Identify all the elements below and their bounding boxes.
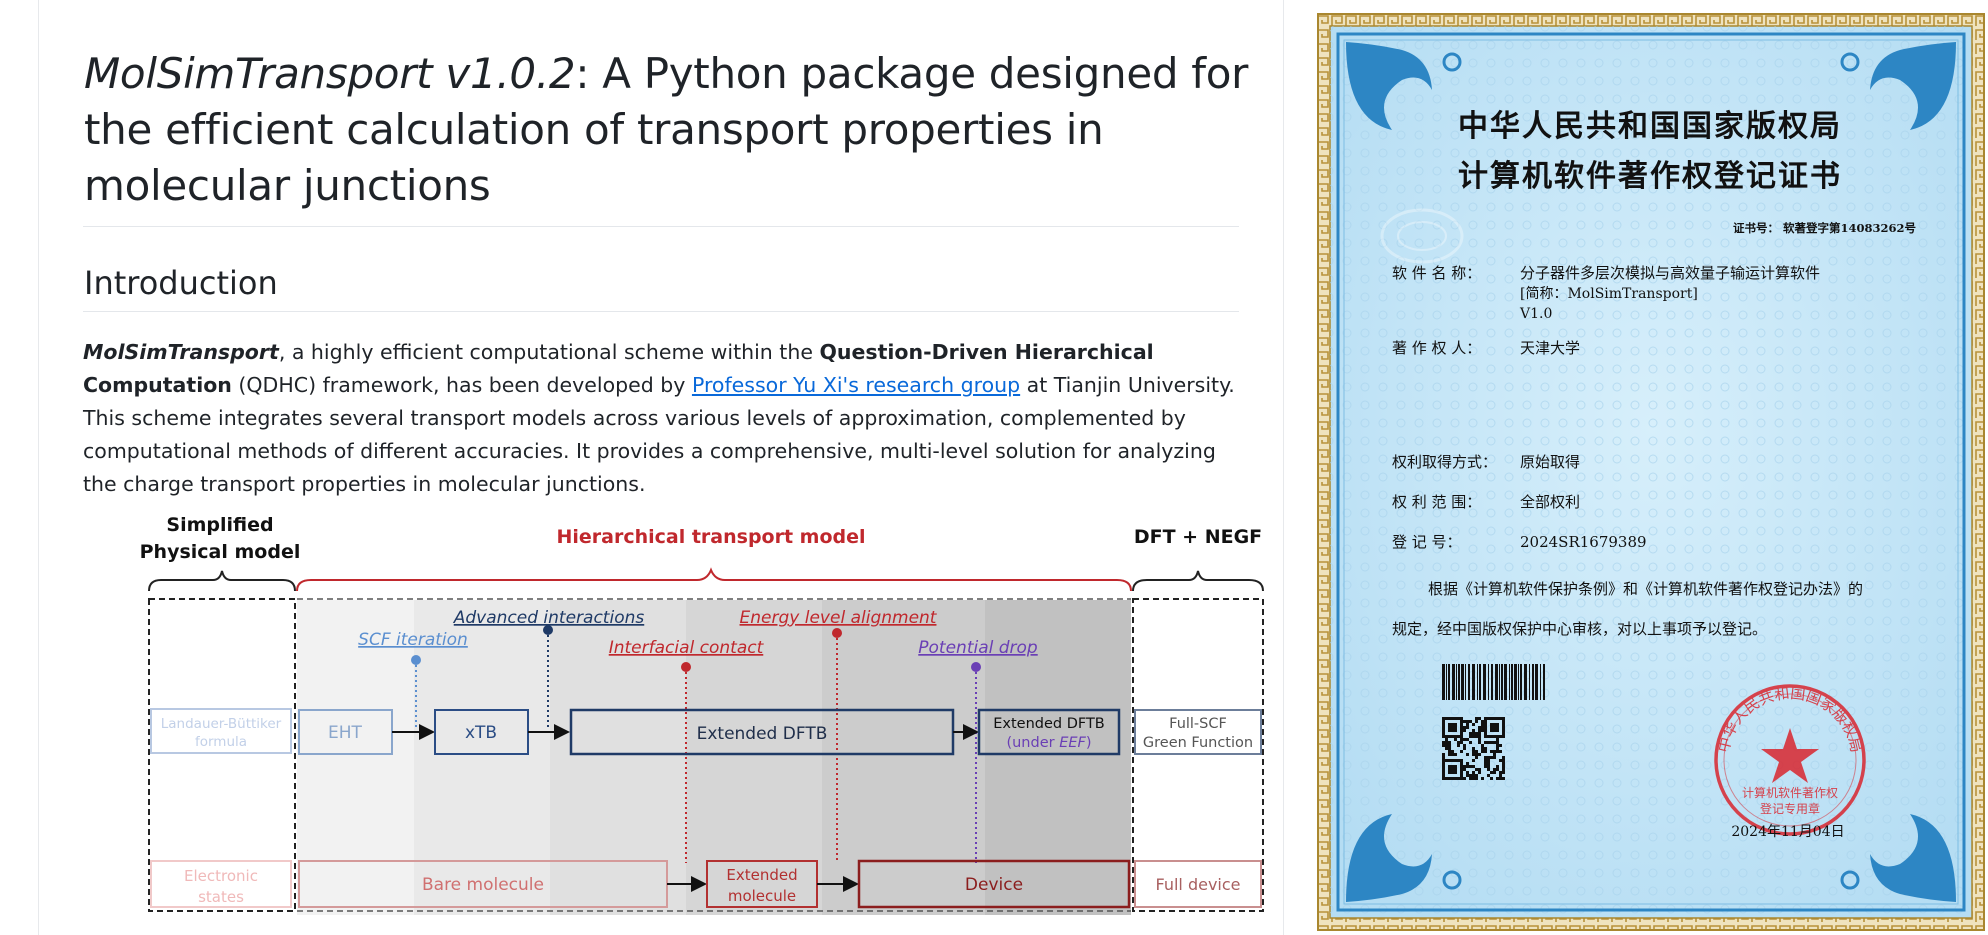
box-bare-label: Bare molecule	[422, 875, 544, 895]
dashed-frame-simplified	[148, 598, 296, 912]
certificate-number: 证书号： 软著登字第14083262号	[1733, 221, 1916, 235]
box-extended-dftb-eef	[977, 708, 1121, 756]
statement-line2: 规定，经中国版权保护中心审核，对以上事项予以登记。	[1392, 620, 1767, 638]
section-heading-introduction: Introduction	[84, 264, 278, 302]
label-interfacial-contact: Interfacial contact	[609, 638, 765, 658]
box-eef-line1: Extended DFTB	[993, 716, 1105, 732]
software-name-value-2: [简称：MolSimTransport]	[1520, 285, 1698, 302]
col-label-hierarchical: Hierarchical transport model	[556, 526, 865, 548]
label-scf-iteration: SCF iteration	[358, 630, 468, 650]
barcode-icon	[1442, 664, 1545, 700]
heading-divider	[83, 311, 1239, 312]
seal-inner-line1: 计算机软件著作权	[1742, 785, 1838, 800]
box-landauer	[150, 708, 292, 754]
software-name-label: 软 件 名 称：	[1392, 264, 1481, 282]
copyright-certificate: 中华人民共和国国家版权局 计算机软件著作权登记证书 证书号： 软著登字第1408…	[1302, 0, 1988, 935]
scope-label: 权 利 范 围：	[1392, 493, 1481, 511]
box-full-device-label: Full device	[1156, 875, 1241, 894]
title-divider	[83, 226, 1239, 227]
certificate-title-line1: 中华人民共和国国家版权局	[1458, 109, 1842, 144]
bg-column-potential	[985, 600, 1131, 915]
box-device	[857, 859, 1131, 909]
box-eht-label: EHT	[328, 723, 363, 743]
research-group-link[interactable]: Professor Yu Xi's research group	[691, 373, 1021, 397]
intro-paragraph: MolSimTransport, a highly efficient comp…	[83, 336, 1253, 501]
statement-line1: 根据《计算机软件保护条例》和《计算机软件著作权登记办法》的	[1428, 580, 1863, 598]
box-eef-line2: (under EEF)	[1006, 735, 1091, 751]
acquire-value: 原始取得	[1520, 453, 1580, 471]
readme-panel: MolSimTransport v1.0.2: A Python package…	[38, 0, 1284, 935]
label-potential-drop: Potential drop	[918, 638, 1038, 658]
package-name-emphasis: MolSimTransport	[83, 340, 279, 364]
software-name-value-3: V1.0	[1519, 306, 1552, 322]
bg-column-scf	[550, 600, 686, 915]
label-advanced-interactions: Advanced interactions	[453, 608, 645, 628]
title-rest: : A Python package designed for the effi…	[84, 49, 1249, 210]
title-package-name: MolSimTransport v1.0.2	[84, 49, 576, 98]
dot-scf	[411, 655, 421, 665]
box-full-scf	[1134, 709, 1262, 755]
seal-star-icon	[1761, 728, 1819, 783]
corner-ornament-icon	[1346, 42, 1956, 902]
box-extmol-line1: Extended	[726, 866, 797, 884]
qr-code-icon	[1442, 717, 1505, 780]
box-full-device	[1134, 860, 1262, 908]
bg-column-energy	[822, 600, 985, 915]
box-full-scf-line2: Green Function	[1143, 735, 1253, 751]
dot-advanced	[543, 625, 553, 635]
brace-simplified	[148, 570, 296, 592]
box-electronic-line1: Electronic	[184, 867, 258, 885]
box-eef-under: (under	[1006, 735, 1059, 751]
bg-column-interfacial	[686, 600, 822, 915]
box-electronic-line2: states	[198, 888, 244, 906]
dot-interfacial	[681, 662, 691, 672]
page-title: MolSimTransport v1.0.2: A Python package…	[84, 46, 1283, 214]
box-eef-close: )	[1086, 735, 1092, 751]
scope-value: 全部权利	[1520, 493, 1580, 511]
box-full-scf-line1: Full-SCF	[1169, 716, 1227, 732]
bg-column-xtb	[414, 600, 550, 915]
acquire-label: 权利取得方式：	[1392, 453, 1497, 471]
label-energy-level-alignment: Energy level alignment	[740, 608, 938, 628]
box-extmol-line2: molecule	[728, 887, 796, 905]
box-electronic-states	[150, 860, 292, 908]
paragraph-text: (QDHC) framework, has been developed by	[231, 373, 692, 397]
col-label-dft: DFT + NEGF	[1134, 526, 1262, 548]
certificate-title-line2: 计算机软件著作权登记证书	[1458, 159, 1842, 194]
registration-label: 登 记 号：	[1392, 533, 1462, 551]
qdhc-bold: Question-Driven Hierarchical Computation	[83, 340, 1154, 397]
certificate-date: 2024年11月04日	[1731, 824, 1844, 840]
brace-hierarchical	[296, 567, 1132, 592]
brace-dft	[1132, 570, 1264, 592]
dashed-frame-dft	[1132, 598, 1264, 912]
box-eef-acronym: EEF	[1059, 735, 1086, 751]
software-name-value-1: 分子器件多层次模拟与高效量子输运计算软件	[1520, 264, 1820, 282]
box-extended-dftb-label: Extended DFTB	[697, 724, 828, 744]
col-label-simplified-1: Simplified	[166, 514, 273, 536]
dot-energy	[832, 628, 842, 638]
box-landauer-line1: Landauer-Büttiker	[161, 716, 282, 732]
paragraph-text: at Tianjin University. This scheme integ…	[83, 373, 1235, 496]
owner-label: 著 作 权 人：	[1392, 339, 1481, 357]
transport-model-diagram: Simplified Physical model Hierarchical t…	[101, 505, 1281, 915]
paragraph-text: , a highly efficient computational schem…	[278, 340, 820, 364]
dot-potential	[971, 662, 981, 672]
box-xtb-label: xTB	[465, 723, 497, 743]
box-landauer-line2: formula	[195, 734, 247, 750]
bg-column-eht	[297, 600, 414, 915]
emblem-watermark-icon	[1380, 208, 1464, 264]
owner-value: 天津大学	[1520, 339, 1580, 357]
seal-inner-line2: 登记专用章	[1760, 801, 1820, 816]
box-device-label: Device	[965, 875, 1023, 895]
registration-value: 2024SR1679389	[1520, 533, 1647, 551]
col-label-simplified-2: Physical model	[140, 541, 301, 563]
